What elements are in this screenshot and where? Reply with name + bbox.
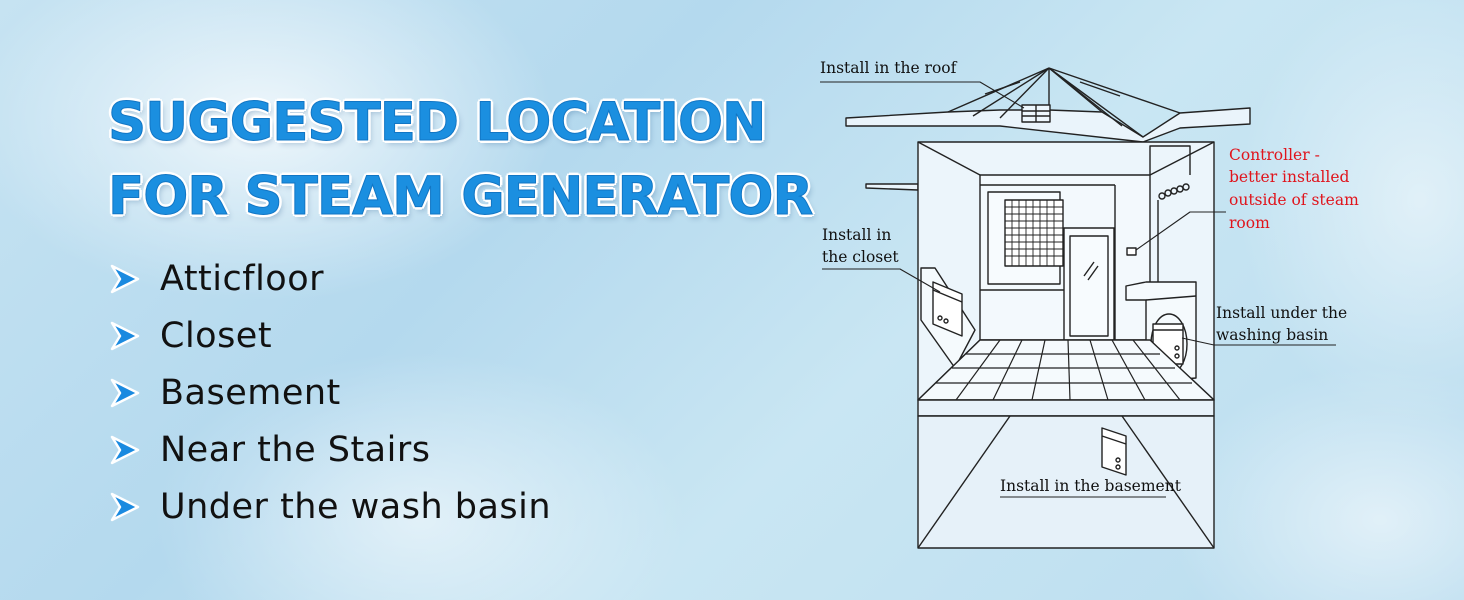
chevron-right-icon [110, 321, 140, 350]
headline-line-1: SUGGESTED LOCATION [107, 92, 766, 154]
location-label: Basement [160, 372, 341, 413]
label-roof: Install in the roof [820, 59, 957, 77]
label-basin-line-2: washing basin [1216, 326, 1329, 344]
list-item: Near the Stairs [108, 421, 551, 478]
label-controller-line-2: better installed [1229, 168, 1350, 186]
location-label: Atticfloor [160, 258, 325, 299]
headline-line-2: FOR STEAM GENERATOR [107, 166, 813, 228]
roof-drawing [845, 67, 1251, 143]
location-list: Atticfloor Closet Basement Near the Stai… [108, 250, 551, 535]
chevron-right-icon [110, 435, 140, 464]
list-item: Closet [108, 307, 551, 364]
label-controller-line-3: outside of steam [1229, 191, 1359, 209]
chevron-right-icon [110, 264, 140, 293]
location-label: Under the wash basin [160, 486, 552, 527]
chevron-right-icon [110, 492, 140, 521]
chevron-right-icon [110, 378, 140, 407]
list-item: Basement [108, 364, 551, 421]
label-controller-line-4: room [1229, 214, 1270, 232]
list-item: Atticfloor [108, 250, 551, 307]
label-basin-line-1: Install under the [1216, 304, 1348, 322]
label-controller-line-1: Controller - [1229, 146, 1320, 164]
steam-room-drawing [820, 67, 1336, 549]
list-item: Under the wash basin [108, 478, 551, 535]
label-closet-line-2: the closet [822, 248, 899, 266]
basement-drawing [917, 415, 1215, 549]
label-closet-line-1: Install in [822, 226, 892, 244]
room-walls [917, 141, 1215, 417]
location-label: Near the Stairs [160, 429, 431, 470]
label-basement: Install in the basement [1000, 477, 1181, 495]
location-label: Closet [160, 315, 273, 356]
headline: SUGGESTED LOCATION FOR STEAM GENERATOR [107, 86, 813, 234]
steam-room-diagram: Install in the roof Install in the close… [800, 40, 1400, 560]
